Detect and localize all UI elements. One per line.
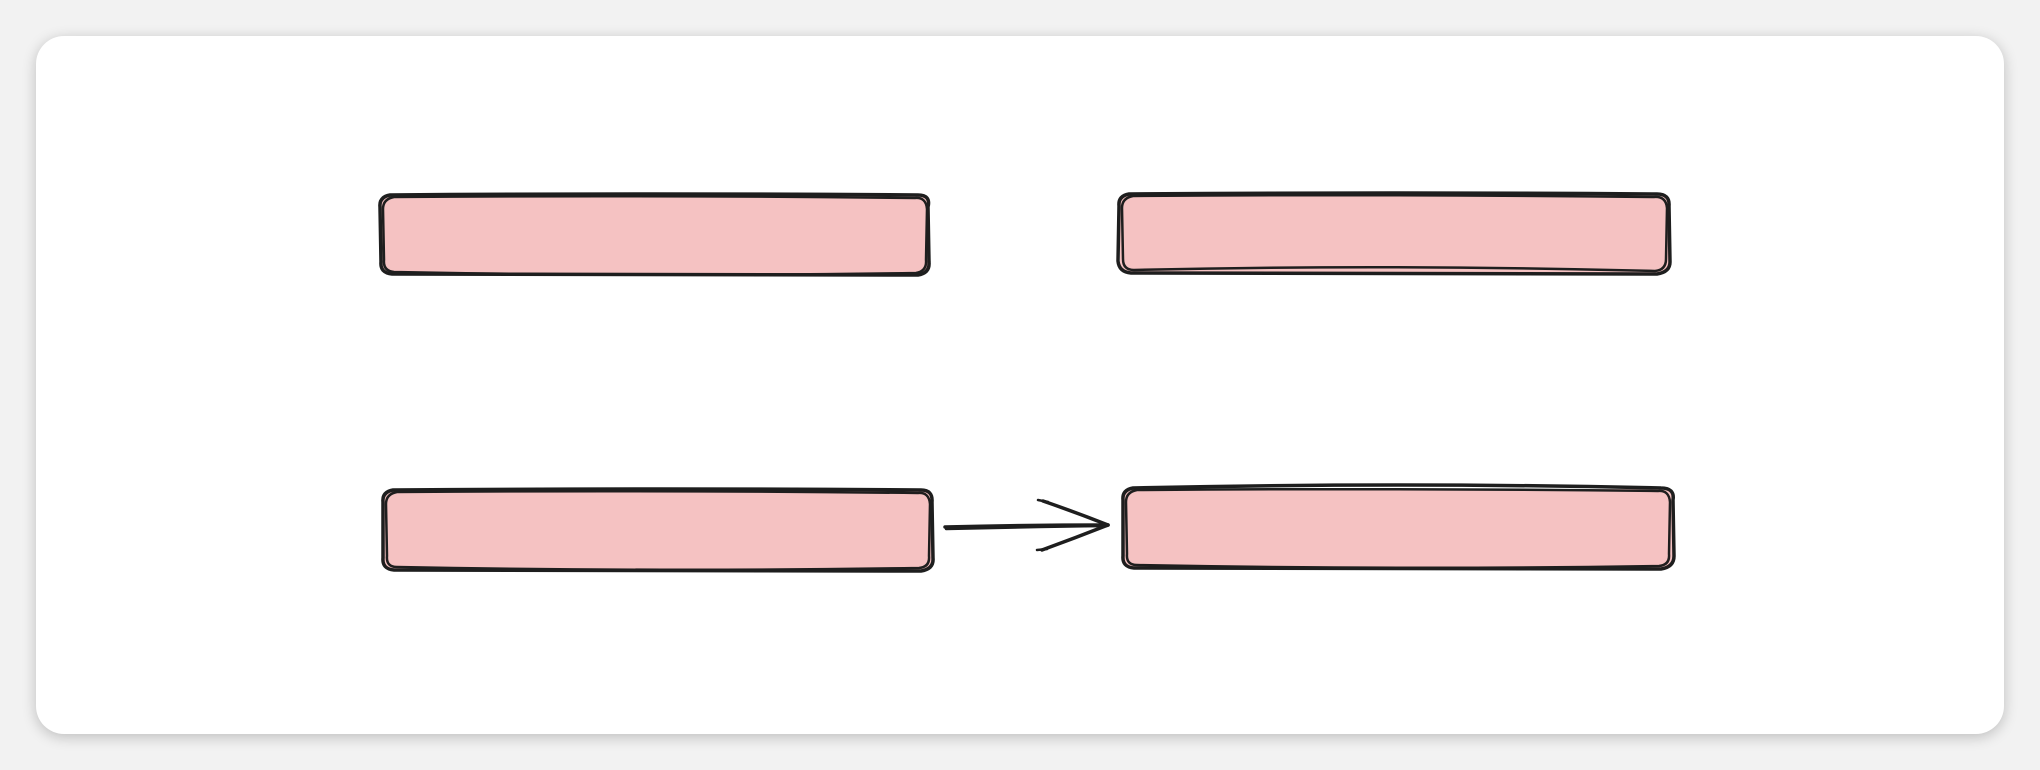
- box-bottom-left-fill: [384, 491, 933, 570]
- diagram-canvas: [36, 36, 2004, 734]
- box-top-left-outline-2: [381, 194, 929, 277]
- box-bottom-left-outline-2: [384, 489, 932, 572]
- box-top-left[interactable]: [378, 192, 931, 277]
- box-bottom-right-outline-2: [1124, 487, 1672, 570]
- arrow-shaft-2: [944, 524, 1109, 531]
- box-bottom-right-fill: [1124, 489, 1673, 568]
- arrow-head-upper: [1041, 499, 1110, 527]
- box-bottom-left[interactable]: [381, 487, 935, 573]
- arrow-head-upper-2: [1036, 498, 1050, 504]
- arrow-connector[interactable]: [943, 498, 1110, 552]
- box-bottom-left-outline: [381, 487, 935, 573]
- box-top-left-fill: [381, 196, 929, 274]
- arrow-head-lower: [1040, 523, 1110, 552]
- box-top-right-outline: [1116, 191, 1672, 276]
- box-bottom-right-outline: [1121, 483, 1676, 571]
- box-top-right-fill: [1120, 195, 1669, 273]
- box-top-right-outline-2: [1120, 193, 1669, 273]
- box-bottom-right[interactable]: [1121, 483, 1676, 571]
- box-top-right[interactable]: [1116, 191, 1672, 276]
- arrow-head-lower-2: [1035, 547, 1049, 552]
